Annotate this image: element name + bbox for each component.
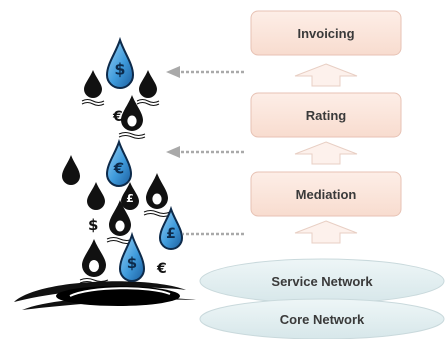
black-drop-hollow [143,173,171,217]
pound-symbol: £ [166,226,176,242]
dollar-symbol: $ [88,216,98,234]
black-drop [87,182,105,210]
dotted-arrow-invoicing [166,66,244,78]
black-drop-hollow [79,239,109,285]
core-network-ellipse [199,298,445,339]
euro-symbol: € [112,109,123,125]
dollar-symbol: $ [114,60,125,79]
dotted-arrow-rating [166,146,244,158]
euro-symbol: € [113,160,124,178]
invoicing-label: Invoicing [297,26,354,41]
up-arrow-rating-to-invoicing [294,63,358,87]
mediation-label: Mediation [296,187,357,202]
up-arrow-mediation-to-rating [294,141,358,165]
mediation-box [250,171,402,217]
blue-drop-dollar: $ [118,231,146,282]
black-drop-hollow [118,95,146,139]
dollar-symbol: $ [127,254,137,272]
black-drop [136,70,160,106]
euro-symbol: € [156,261,167,277]
black-drop-pound: £ [121,182,139,210]
blue-drop-euro: € [105,138,133,187]
blue-drop-dollar: $ [105,36,135,89]
rating-box [250,92,402,138]
pool-illustration [14,281,196,310]
black-drop [81,70,105,106]
black-drop [62,155,80,185]
core-network-label: Core Network [280,312,365,327]
rating-label: Rating [306,108,347,123]
blue-drop-pound: £ [158,205,184,250]
up-arrow-network-to-mediation [294,220,358,244]
pound-symbol: £ [126,192,134,205]
invoicing-box [250,10,402,56]
service-network-label: Service Network [271,274,373,289]
